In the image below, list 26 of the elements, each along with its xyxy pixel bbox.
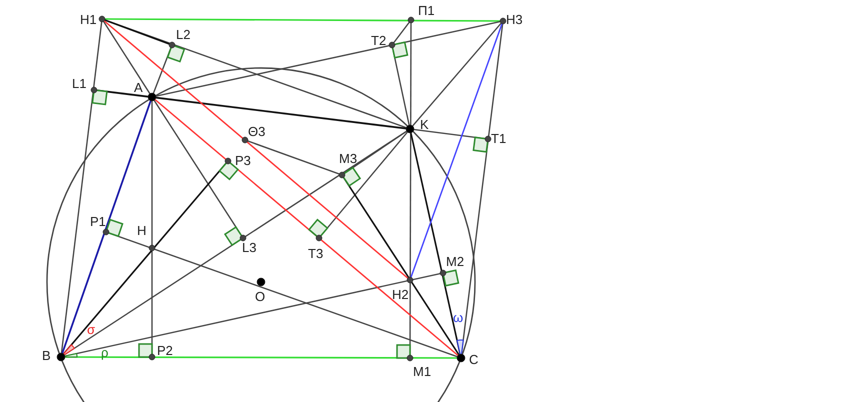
point-label: C: [469, 352, 478, 367]
point-label: L1: [72, 76, 86, 91]
point-label: M2: [446, 254, 464, 269]
point-label: P3: [235, 153, 251, 168]
point-label: Θ3: [248, 124, 266, 139]
point-label: P1: [90, 214, 106, 229]
point-label: K: [420, 117, 429, 132]
point-label: H3: [506, 12, 523, 27]
point-label: M1: [413, 364, 432, 379]
point-label: H2: [392, 287, 409, 302]
angle-label: ρ: [101, 345, 108, 360]
point-label: L3: [242, 240, 256, 255]
point-label: H1: [80, 12, 97, 27]
point-label: O: [255, 289, 266, 304]
point-label: Π1: [418, 3, 435, 18]
point-label: P2: [157, 343, 173, 358]
point-label: H: [137, 223, 146, 238]
point-label: M3: [339, 151, 358, 166]
angle-label: ω: [453, 310, 464, 325]
point-label: B: [42, 348, 51, 363]
point-label: T1: [491, 131, 506, 146]
point-label: T3: [308, 246, 324, 261]
point-label: L2: [176, 27, 190, 42]
angle-label: σ: [87, 322, 96, 337]
point-label: A: [134, 80, 143, 95]
point-label: T2: [371, 33, 386, 48]
